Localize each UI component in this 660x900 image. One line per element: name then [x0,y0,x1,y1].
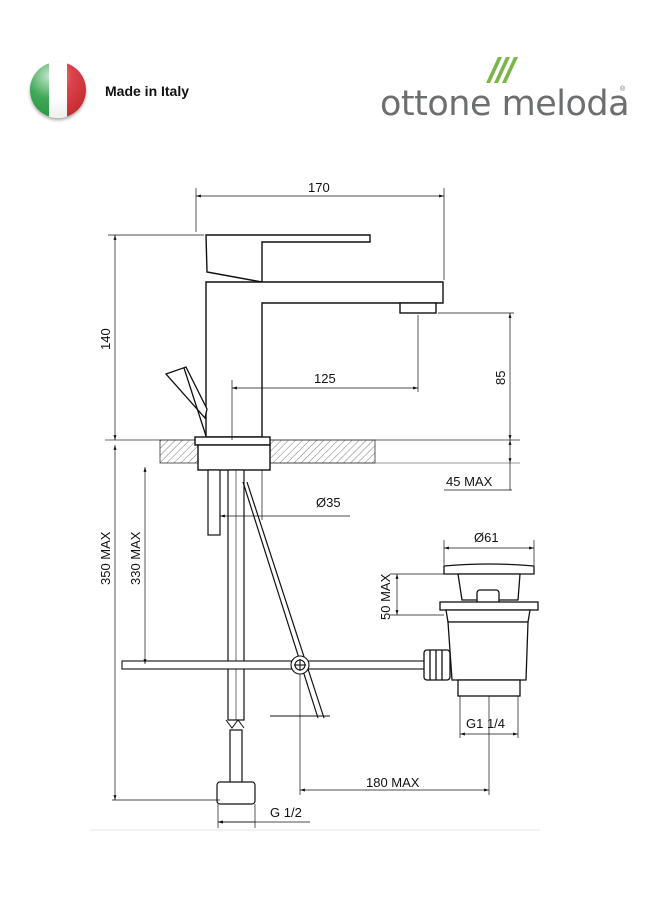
supply-pipes [207,469,256,805]
popup-rod [242,481,330,719]
dim-deck-thickness: 45 MAX [446,474,493,489]
dim-supply-thread: G 1/2 [270,805,302,820]
made-in-label: Made in Italy [105,83,190,99]
faucet-body [194,234,444,471]
brand-name: ottone meloda [380,84,630,124]
waste-fitting [423,563,539,697]
dim-pipe-330: 330 MAX [128,531,143,585]
flag-gloss [30,62,86,118]
dim-waste-height: 50 MAX [378,573,393,620]
dim-reach: 125 [314,371,336,386]
italian-flag-icon [30,62,86,118]
dim-waste-diameter: Ø61 [474,530,499,545]
dim-waste-thread: G1 1/4 [466,716,505,731]
dim-height-spout: 140 [98,328,113,350]
registered-mark: ® [620,86,626,93]
dim-pipe-350: 350 MAX [98,531,113,585]
dim-width-total: 170 [308,180,330,195]
dim-hole-diameter: Ø35 [316,495,341,510]
dimension-lines [90,188,540,831]
horizontal-rod [121,655,426,675]
brand-leaf-icon [486,57,518,83]
dim-spout-clearance: 85 [493,371,508,385]
popup-lever [164,366,208,437]
dim-rod-reach: 180 MAX [366,775,420,790]
countertop [105,439,520,464]
